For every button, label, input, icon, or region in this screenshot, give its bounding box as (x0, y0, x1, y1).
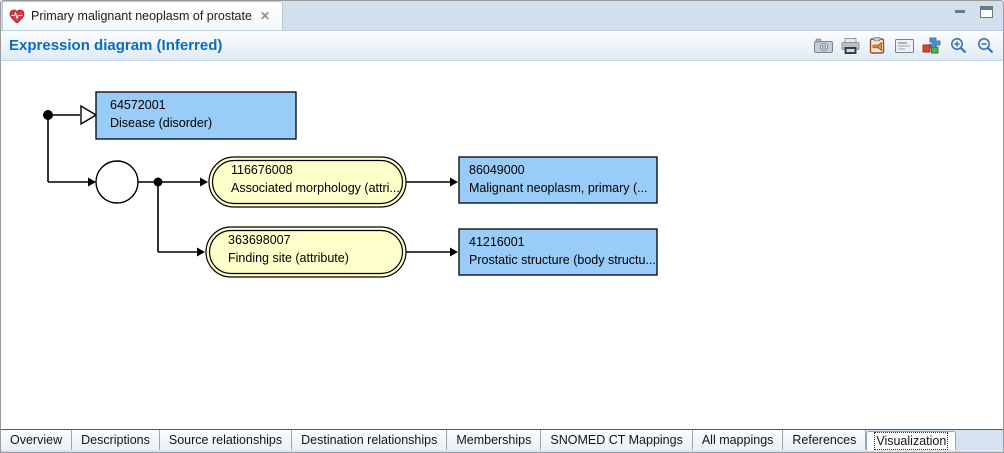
print-icon[interactable] (840, 37, 860, 55)
maximize-button[interactable] (980, 6, 993, 18)
concept-id: 64572001 (110, 98, 166, 112)
page-title: Expression diagram (Inferred) (9, 37, 223, 54)
concept-label: Disease (disorder) (110, 116, 212, 130)
tab-overview[interactable]: Overview (1, 430, 73, 450)
concept-heart-icon (9, 9, 25, 24)
tab-source-relationships[interactable]: Source relationships (159, 430, 293, 450)
attribute-node-finding-site[interactable]: 363698007 Finding site (attribute) (205, 226, 407, 278)
arrowhead (450, 247, 458, 257)
concept-node-malignant-neoplasm[interactable]: 86049000 Malignant neoplasm, primary (..… (458, 156, 658, 204)
concept-id: 41216001 (469, 235, 525, 249)
attribute-id: 363698007 (228, 233, 291, 247)
arrowhead (450, 177, 458, 187)
attribute-id: 116676008 (231, 163, 293, 177)
arrowhead (197, 247, 205, 257)
arrowhead (200, 177, 208, 187)
concept-label: Malignant neoplasm, primary (... (469, 181, 648, 195)
editor-tabstrip: Primary malignant neoplasm of prostate ✕ (1, 1, 1003, 31)
tab-memberships[interactable]: Memberships (447, 430, 542, 450)
tab-destination-relationships[interactable]: Destination relationships (292, 430, 448, 450)
tab-descriptions[interactable]: Descriptions (72, 430, 160, 450)
editor-tab-title: Primary malignant neoplasm of prostate (31, 9, 252, 23)
tab-snomed-ct-mappings[interactable]: SNOMED CT Mappings (541, 430, 693, 450)
diagram-toolbar (813, 37, 995, 55)
window-controls (954, 6, 993, 18)
zoom-out-icon[interactable] (975, 37, 995, 55)
tab-references[interactable]: References (783, 430, 867, 450)
clipboard-import-icon[interactable] (867, 37, 887, 55)
role-group-circle[interactable] (95, 160, 139, 204)
window-bottom-edge (1, 450, 1003, 452)
camera-icon[interactable] (813, 37, 833, 55)
arrowhead (88, 177, 96, 187)
view-header: Expression diagram (Inferred) (1, 31, 1003, 61)
tab-all-mappings[interactable]: All mappings (692, 430, 784, 450)
bottom-tabbar: Overview Descriptions Source relationshi… (1, 429, 1003, 450)
concept-label: Prostatic structure (body structu... (469, 253, 656, 267)
attribute-label: Associated morphology (attri... (231, 181, 400, 195)
expression-diagram-canvas: 64572001 Disease (disorder) 116676008 As… (1, 61, 1003, 429)
tab-visualization[interactable]: Visualization (866, 431, 957, 450)
editor-tab-concept[interactable]: Primary malignant neoplasm of prostate ✕ (2, 1, 283, 30)
concept-id: 86049000 (469, 163, 525, 177)
isa-triangle (80, 104, 98, 126)
zoom-in-icon[interactable] (948, 37, 968, 55)
attribute-node-associated-morphology[interactable]: 116676008 Associated morphology (attri..… (208, 156, 407, 208)
concept-node-disease[interactable]: 64572001 Disease (disorder) (95, 91, 297, 140)
expression-diagram: 64572001 Disease (disorder) 116676008 As… (43, 91, 658, 278)
minimize-button[interactable] (954, 6, 966, 18)
export-diagram-icon[interactable] (921, 37, 941, 55)
root-node-dot (43, 110, 53, 120)
tab-close-icon[interactable]: ✕ (259, 9, 270, 23)
attribute-label: Finding site (attribute) (228, 251, 349, 265)
properties-icon[interactable] (894, 37, 914, 55)
concept-node-prostatic-structure[interactable]: 41216001 Prostatic structure (body struc… (458, 228, 658, 276)
